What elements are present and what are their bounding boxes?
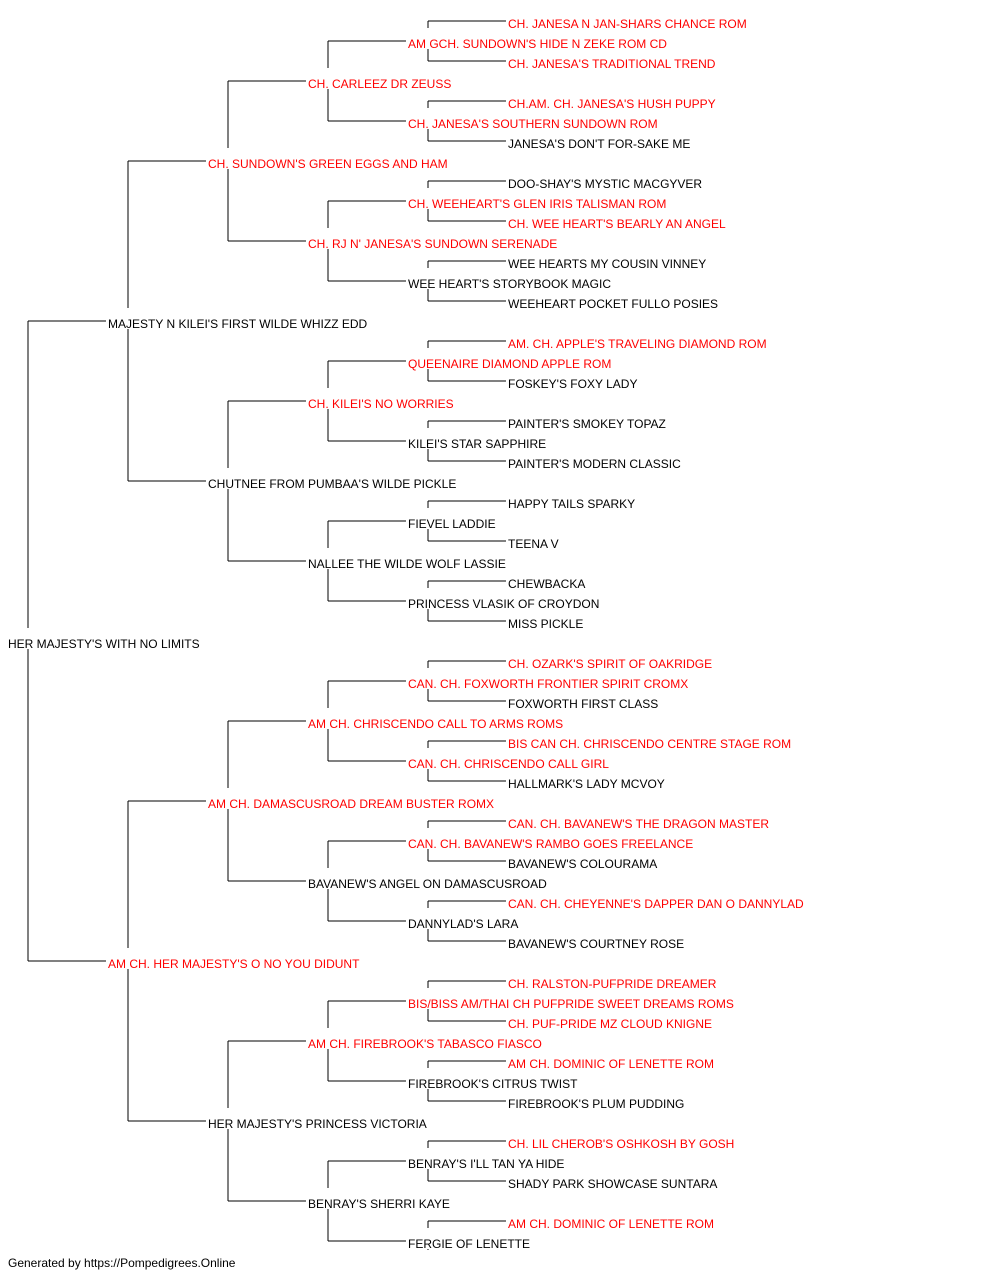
pedigree-name-gen5[interactable]: CH. WEE HEART'S BEARLY AN ANGEL [508,217,726,231]
pedigree-name-gen5[interactable]: FOXWORTH FIRST CLASS [508,697,658,711]
pedigree-name-gen0[interactable]: HER MAJESTY'S WITH NO LIMITS [8,637,200,651]
pedigree-name-gen4[interactable]: FIREBROOK'S CITRUS TWIST [408,1077,578,1091]
pedigree-name-gen5[interactable]: CH. LIL CHEROB'S OSHKOSH BY GOSH [508,1137,734,1151]
pedigree-name-gen4[interactable]: QUEENAIRE DIAMOND APPLE ROM [408,357,611,371]
pedigree-name-gen4[interactable]: FIEVEL LADDIE [408,517,496,531]
pedigree-name-gen2[interactable]: CHUTNEE FROM PUMBAA'S WILDE PICKLE [208,477,456,491]
pedigree-name-gen1[interactable]: AM CH. HER MAJESTY'S O NO YOU DIDUNT [108,957,360,971]
pedigree-name-gen5[interactable]: CHEWBACKA [508,577,585,591]
pedigree-name-gen5[interactable]: CH. OZARK'S SPIRIT OF OAKRIDGE [508,657,712,671]
pedigree-name-gen1[interactable]: MAJESTY N KILEI'S FIRST WILDE WHIZZ EDD [108,317,368,331]
pedigree-name-gen3[interactable]: AM CH. FIREBROOK'S TABASCO FIASCO [308,1037,542,1051]
pedigree-name-gen5[interactable]: BAVANEW'S COLOURAMA [508,857,657,871]
pedigree-name-gen5[interactable]: CH. JANESA N JAN-SHARS CHANCE ROM [508,17,747,31]
pedigree-name-gen5[interactable]: CAN. CH. BAVANEW'S THE DRAGON MASTER [508,817,769,831]
pedigree-name-gen5[interactable]: CH. RALSTON-PUFPRIDE DREAMER [508,977,717,991]
pedigree-name-gen2[interactable]: HER MAJESTY'S PRINCESS VICTORIA [208,1117,427,1131]
pedigree-name-gen3[interactable]: CH. RJ N' JANESA'S SUNDOWN SERENADE [308,237,557,251]
pedigree-name-gen4[interactable]: CAN. CH. FOXWORTH FRONTIER SPIRIT CROMX [408,677,688,691]
pedigree-name-gen5[interactable]: AM CH. DOMINIC OF LENETTE ROM [508,1217,714,1231]
pedigree-name-gen3[interactable]: AM CH. CHRISCENDO CALL TO ARMS ROMS [308,717,563,731]
pedigree-name-gen4[interactable]: CH. WEEHEART'S GLEN IRIS TALISMAN ROM [408,197,666,211]
pedigree-name-gen5[interactable]: WEE HEARTS MY COUSIN VINNEY [508,257,706,271]
pedigree-name-gen5[interactable]: BIS CAN CH. CHRISCENDO CENTRE STAGE ROM [508,737,791,751]
pedigree-name-gen4[interactable]: CAN. CH. BAVANEW'S RAMBO GOES FREELANCE [408,837,693,851]
pedigree-name-gen3[interactable]: BAVANEW'S ANGEL ON DAMASCUSROAD [308,877,547,891]
pedigree-name-gen5[interactable]: HALLMARK'S LADY MCVOY [508,777,665,791]
pedigree-name-gen5[interactable]: BAVANEW'S COURTNEY ROSE [508,937,684,951]
pedigree-name-gen5[interactable]: PAINTER'S SMOKEY TOPAZ [508,417,666,431]
pedigree-name-gen5[interactable]: CH. PUF-PRIDE MZ CLOUD KNIGNE [508,1017,712,1031]
pedigree-name-gen4[interactable]: DANNYLAD'S LARA [408,917,518,931]
pedigree-name-gen5[interactable]: WEEHEART POCKET FULLO POSIES [508,297,718,311]
pedigree-name-gen5[interactable]: FIREBROOK'S PLUM PUDDING [508,1097,684,1111]
pedigree-name-gen5[interactable]: FOSKEY'S FOXY LADY [508,377,637,391]
pedigree-name-gen3[interactable]: CH. KILEI'S NO WORRIES [308,397,454,411]
pedigree-name-gen5[interactable]: DOO-SHAY'S MYSTIC MACGYVER [508,177,702,191]
pedigree-name-gen2[interactable]: AM CH. DAMASCUSROAD DREAM BUSTER ROMX [208,797,494,811]
pedigree-tree: HER MAJESTY'S WITH NO LIMITS MAJESTY N KI… [8,17,804,1250]
pedigree-name-gen5[interactable]: CH. JANESA'S TRADITIONAL TREND [508,57,716,71]
pedigree-name-gen4[interactable]: BIS/BISS AM/THAI CH PUFPRIDE SWEET DREAM… [408,997,734,1011]
pedigree-name-gen5[interactable]: TEENA V [508,537,559,551]
pedigree-name-gen4[interactable]: KILEI'S STAR SAPPHIRE [408,437,546,451]
pedigree-name-gen5[interactable]: CH.AM. CH. JANESA'S HUSH PUPPY [508,97,716,111]
pedigree-name-gen4[interactable]: CH. JANESA'S SOUTHERN SUNDOWN ROM [408,117,658,131]
pedigree-name-gen3[interactable]: NALLEE THE WILDE WOLF LASSIE [308,557,506,571]
pedigree-name-gen5[interactable]: MISS PICKLE [508,617,583,631]
pedigree-name-gen2[interactable]: CH. SUNDOWN'S GREEN EGGS AND HAM [208,157,448,171]
pedigree-name-gen4[interactable]: WEE HEART'S STORYBOOK MAGIC [408,277,611,291]
pedigree-name-gen4[interactable]: AM GCH. SUNDOWN'S HIDE N ZEKE ROM CD [408,37,667,51]
pedigree-name-gen3[interactable]: CH. CARLEEZ DR ZEUSS [308,77,451,91]
pedigree-name-gen5[interactable]: HAPPY TAILS SPARKY [508,497,635,511]
pedigree-name-gen5[interactable]: PAINTER'S MODERN CLASSIC [508,457,681,471]
pedigree-name-gen5[interactable]: AM. CH. APPLE'S TRAVELING DIAMOND ROM [508,337,767,351]
pedigree-name-gen5[interactable]: SHADY PARK SHOWCASE SUNTARA [508,1177,717,1191]
pedigree-name-gen3[interactable]: BENRAY'S SHERRI KAYE [308,1197,450,1211]
pedigree-name-gen5[interactable]: CAN. CH. CHEYENNE'S DAPPER DAN O DANNYLA… [508,897,804,911]
pedigree-name-gen4[interactable]: BENRAY'S I'LL TAN YA HIDE [408,1157,564,1171]
pedigree-name-gen4[interactable]: PRINCESS VLASIK OF CROYDON [408,597,599,611]
pedigree-name-gen5[interactable]: JANESA'S DON'T FOR-SAKE ME [508,137,690,151]
pedigree-name-gen5[interactable]: AM CH. DOMINIC OF LENETTE ROM [508,1057,714,1071]
pedigree-name-gen4[interactable]: CAN. CH. CHRISCENDO CALL GIRL [408,757,609,771]
generated-by-footer: Generated by https://Pompedigrees.Online [8,1256,236,1270]
pedigree-name-gen4[interactable]: FERGIE OF LENETTE [408,1237,530,1250]
